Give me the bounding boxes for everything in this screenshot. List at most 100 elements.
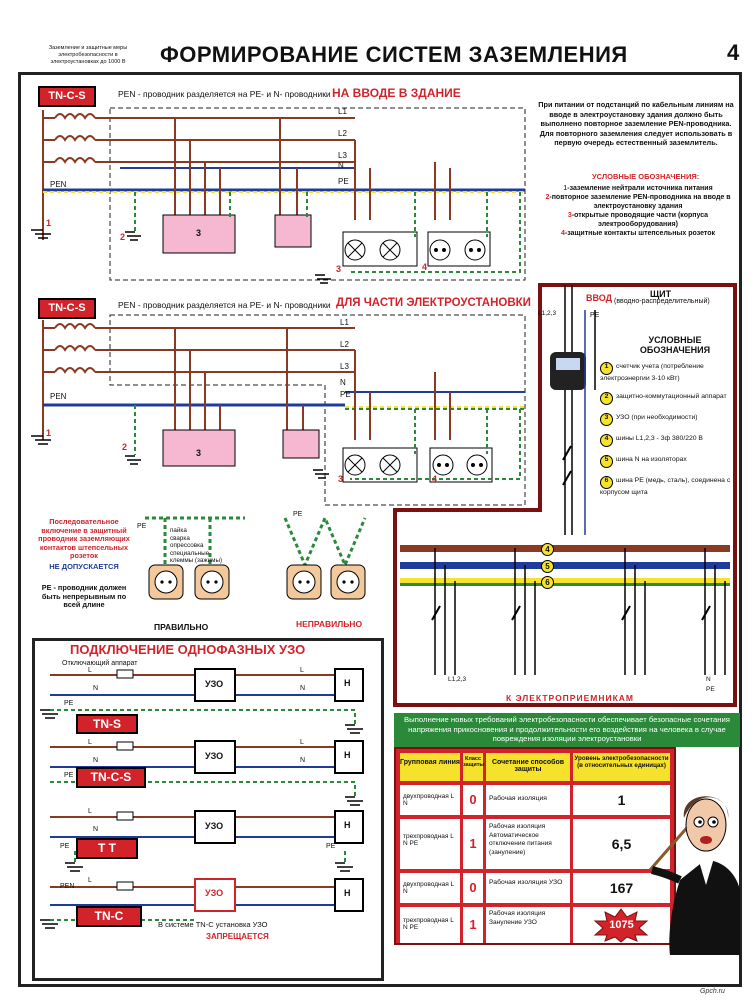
method-clamp: специальные клеммы (зажимы) xyxy=(170,549,223,565)
mid-line-l1: L1 xyxy=(340,318,349,327)
watermark: Gpch.ru xyxy=(700,988,725,995)
notes-legend-item-1: 1-заземление нейтрали источника питания xyxy=(563,185,713,192)
rcd-row1-l: L xyxy=(88,667,92,674)
socket-icons xyxy=(148,564,366,600)
mid-label-2: 2 xyxy=(122,442,128,452)
mid-scheme-tag: TN-C-S xyxy=(38,298,96,319)
method-solder: пайка xyxy=(170,527,187,534)
notes-intro: При питании от подстанций по кабельным л… xyxy=(538,100,734,147)
mid-scheme-diagram xyxy=(31,314,526,506)
panel-l123: L1,2,3 xyxy=(538,310,557,317)
panel-title: ЩИТ xyxy=(650,289,672,299)
top-line-l2: L2 xyxy=(338,129,347,138)
notes-legend-title: УСЛОВНЫЕ ОБОЗНАЧЕНИЯ: xyxy=(592,172,700,181)
bus-n xyxy=(400,562,730,569)
rcd-forbidden: ЗАПРЕЩАЕТСЯ xyxy=(206,932,269,941)
top-scheme-heading: НА ВВОДЕ В ЗДАНИЕ xyxy=(332,86,461,100)
panel-frame xyxy=(393,283,737,707)
mid-scheme-heading: ДЛЯ ЧАСТИ ЭЛЕКТРОУСТАНОВКИ xyxy=(336,297,531,309)
top-scheme-caption: PEN - проводник разделяется на PE- и N- … xyxy=(118,89,331,99)
method-weld: сварка xyxy=(170,534,190,542)
rcd-row4-uzo: УЗО xyxy=(205,888,224,898)
bus-label-4: 4 xyxy=(541,543,554,556)
rcd-switch-label: Отключающий аппарат xyxy=(62,660,138,667)
rcd-row1-n: N xyxy=(93,685,99,692)
mid-equipment-3phase xyxy=(162,429,236,467)
lamps xyxy=(344,239,401,261)
rcd-frame xyxy=(32,638,384,981)
top-label-3b: 3 xyxy=(336,264,342,274)
feeder-l123: L1,2,3 xyxy=(448,676,467,683)
safety-caption: Выполнение новых требований электробезоп… xyxy=(394,713,740,747)
top-label-4: 4 xyxy=(422,262,428,272)
method-crimp: опрессовка xyxy=(170,542,204,549)
mid-pen: PEN xyxy=(50,392,67,401)
meter-icon xyxy=(550,352,586,390)
mid-equipment-1phase xyxy=(282,429,320,459)
rcd-row2-h: H xyxy=(344,750,351,760)
rcd-row2-pe: PE xyxy=(64,772,74,779)
panel-subtitle: (вводно-распределительный) xyxy=(614,298,710,305)
sockets xyxy=(429,239,486,261)
top-scheme-tag: TN-C-S xyxy=(38,86,96,107)
rcd-row1-pe: PE xyxy=(64,700,74,707)
top-label-3a: 3 xyxy=(196,228,202,238)
mid-line-pe: PE xyxy=(340,390,351,399)
transformer-coils xyxy=(42,110,96,240)
rcd-note: В системе TN-C установка УЗО xyxy=(158,920,268,929)
top-line-l1: L1 xyxy=(338,107,347,116)
rcd-row1-n-out: N xyxy=(300,685,306,692)
feeder-pe: PE xyxy=(706,686,715,693)
rcd-row2-uzo: УЗО xyxy=(205,751,224,761)
equipment-1phase xyxy=(274,214,312,248)
burst-icon xyxy=(593,908,649,943)
header-subtitle: Заземление и защитные меры электробезопа… xyxy=(48,45,128,65)
rcd-row4-h: H xyxy=(344,888,351,898)
rcd-row2-system: TN-C-S xyxy=(76,767,146,788)
page-title: ФОРМИРОВАНИЕ СИСТЕМ ЗАЗЕМЛЕНИЯ xyxy=(160,42,628,67)
outer-frame xyxy=(18,72,742,987)
rcd-row1-uzo: УЗО xyxy=(205,679,224,689)
sockets-pe-left: PE xyxy=(137,523,147,530)
rcd-row3-pe: PE xyxy=(60,843,70,850)
rcd-row1-l-out: L xyxy=(300,667,304,674)
notes-legend-item-2: 2-повторное заземление PEN-проводника на… xyxy=(545,194,731,210)
notes-legend: 1-заземление нейтрали источника питания … xyxy=(540,184,736,238)
panel-legend-title: УСЛОВНЫЕ ОБОЗНАЧЕНИЯ xyxy=(639,335,711,355)
mid-scheme-caption: PEN - проводник разделяется на PE- и N- … xyxy=(118,300,331,310)
feeder-n: N xyxy=(706,676,711,683)
sockets-diagram xyxy=(145,514,367,600)
safety-table: Групповая линия Класс защиты Сочетание с… xyxy=(394,747,676,945)
table-header-line: Групповая линия xyxy=(400,753,460,781)
rcd-row3-n: N xyxy=(93,826,99,833)
panel-bottom: К ЭЛЕКТРОПРИЕМНИКАМ xyxy=(506,693,634,703)
sockets-pe-right: PE xyxy=(293,511,303,518)
page-number: 4 xyxy=(727,40,740,65)
panel-input: ВВОД xyxy=(586,293,613,303)
teacher-illustration xyxy=(648,796,740,955)
mid-line-l2: L2 xyxy=(340,340,349,349)
rcd-row3-h: H xyxy=(344,820,351,830)
bus-l xyxy=(400,545,730,552)
mid-line-n: N xyxy=(340,378,346,387)
top-pen: PEN xyxy=(50,180,67,189)
rcd-row1-system: TN-S xyxy=(76,714,138,734)
rcd-row4-l: L xyxy=(88,877,92,884)
level-burst: 1075 xyxy=(573,907,670,943)
panel-pe: PE xyxy=(590,312,600,319)
rcd-row4-pen: PEN xyxy=(60,883,75,890)
table-header-class: Класс защиты xyxy=(463,753,484,781)
top-label-2: 2 xyxy=(120,232,126,242)
top-label-1: 1 xyxy=(46,218,52,228)
mid-label-4: 4 xyxy=(432,474,438,484)
bus-label-5: 5 xyxy=(541,560,554,573)
sockets-methods: пайка сварка опрессовка специальные клем… xyxy=(170,527,228,565)
rcd-row2-n-out: N xyxy=(300,757,306,764)
rcd-row3-pe-out: PE xyxy=(326,843,336,850)
